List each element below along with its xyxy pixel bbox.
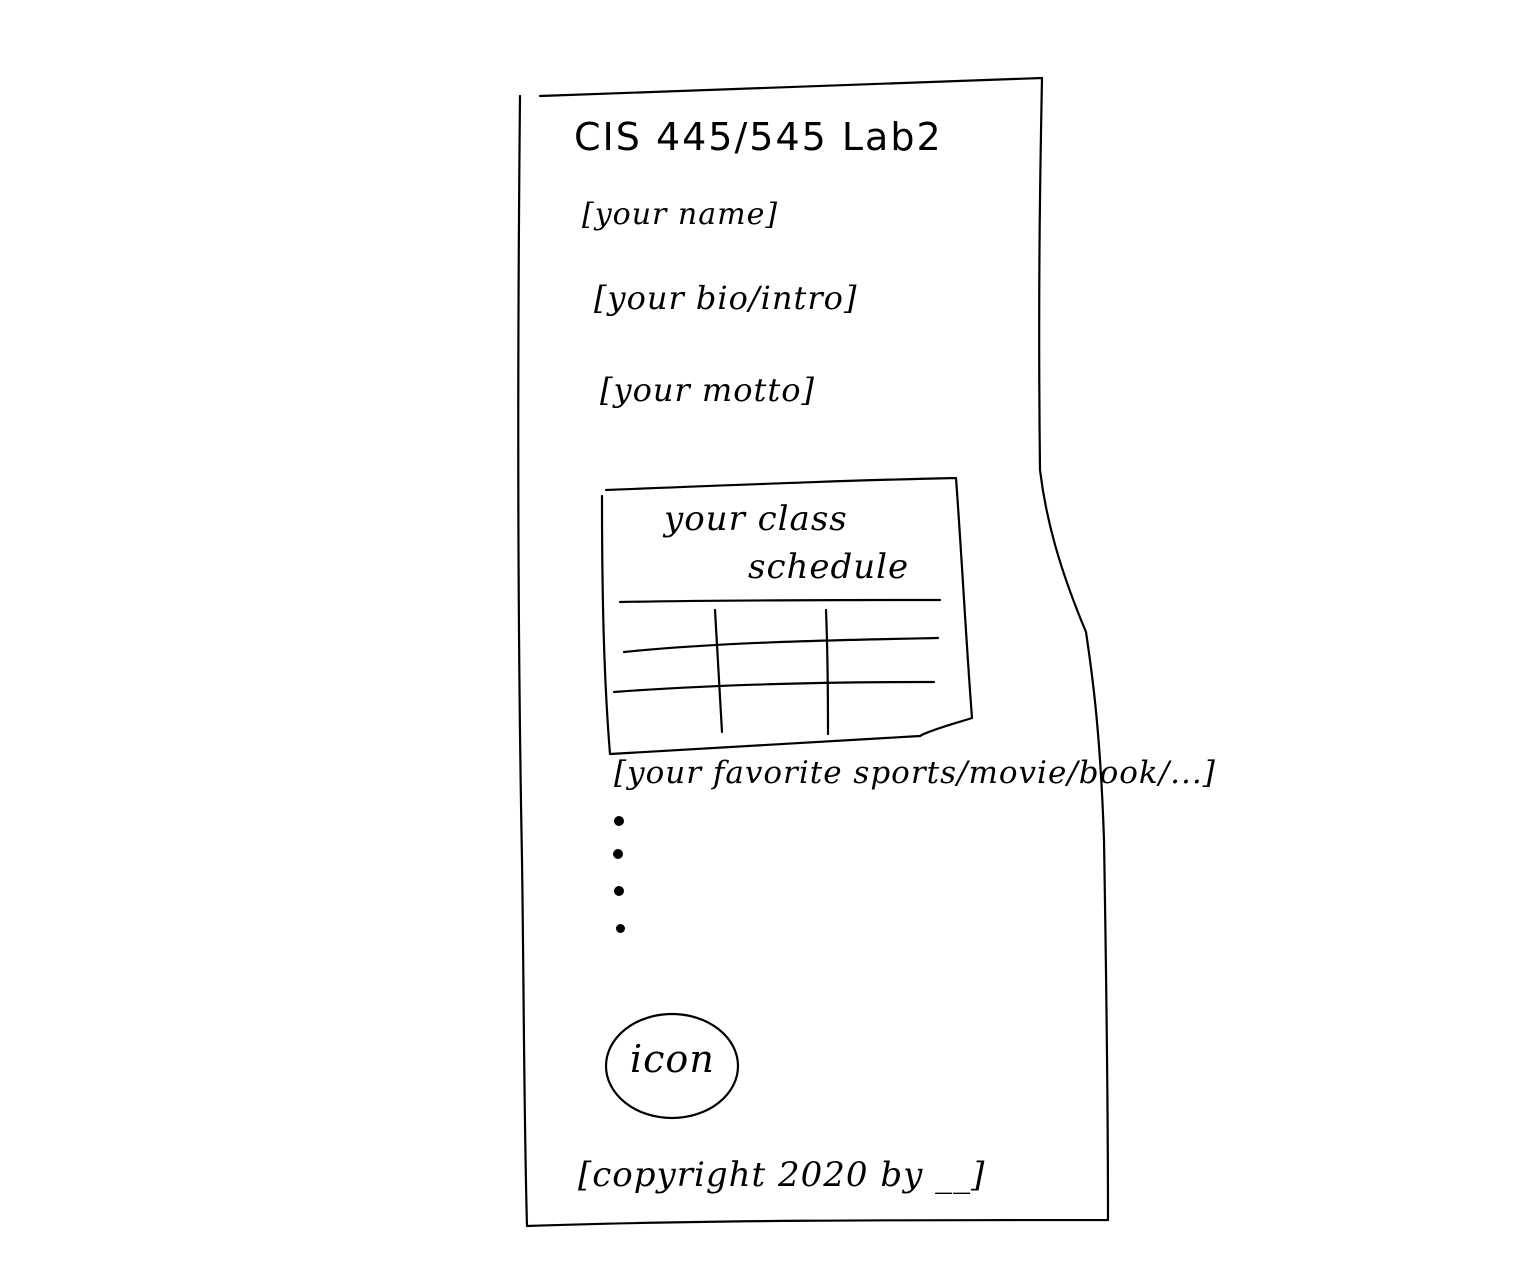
name-placeholder: [your name] bbox=[582, 197, 779, 232]
page-frame bbox=[517, 76, 1110, 1228]
favorites-bullet bbox=[613, 849, 623, 859]
favorites-bullet bbox=[614, 816, 624, 826]
page-title: CIS 445/545 Lab2 bbox=[574, 115, 943, 159]
schedule-row-line-2 bbox=[612, 680, 936, 694]
schedule-col-line-1 bbox=[713, 608, 724, 734]
schedule-row-line-1 bbox=[622, 636, 940, 654]
schedule-box bbox=[600, 476, 974, 756]
schedule-col-line-2 bbox=[824, 608, 830, 736]
copyright-placeholder: [copyright 2020 by __] bbox=[578, 1155, 986, 1195]
schedule-header-line bbox=[618, 598, 942, 604]
schedule-title-line2: schedule bbox=[748, 547, 910, 587]
schedule-title-line1: your class bbox=[664, 499, 848, 539]
motto-placeholder: [your motto] bbox=[600, 371, 815, 409]
bio-placeholder: [your bio/intro] bbox=[594, 279, 858, 317]
icon-placeholder-label: icon bbox=[630, 1037, 715, 1081]
favorites-placeholder: [your favorite sports/movie/book/...] bbox=[614, 755, 1216, 791]
icon-circle bbox=[604, 1012, 740, 1120]
favorites-bullet bbox=[614, 886, 624, 896]
favorites-bullet bbox=[616, 924, 625, 933]
